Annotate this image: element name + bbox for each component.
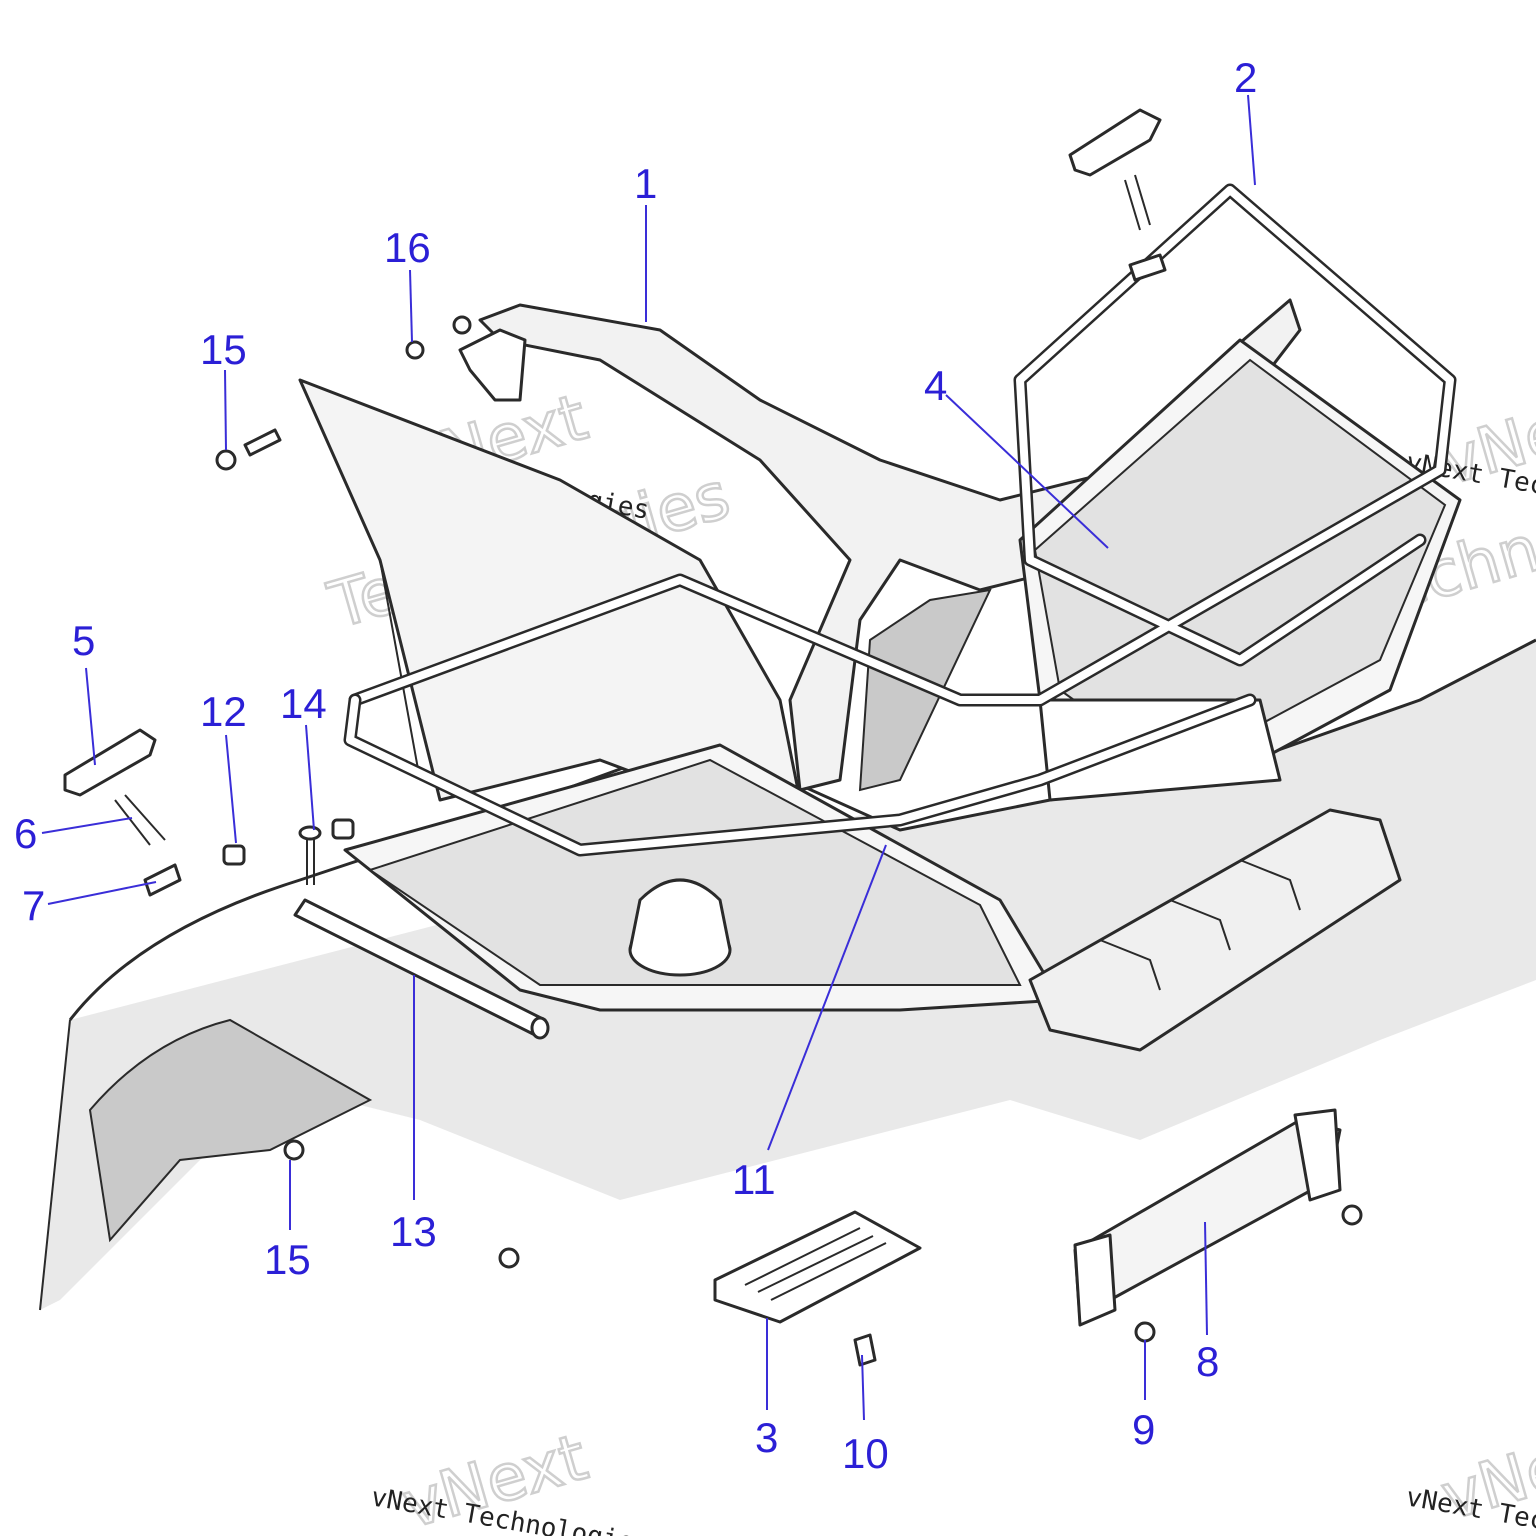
callout-3: 3 — [755, 1414, 778, 1461]
callouts: 1 2 3 4 5 6 7 8 9 10 11 12 13 14 15 15 1… — [14, 54, 1257, 1477]
rivets-6 — [114, 794, 166, 846]
callout-1: 1 — [634, 160, 657, 207]
latch-5 — [63, 728, 157, 797]
callout-7: 7 — [22, 882, 45, 929]
callout-15-top: 15 — [200, 326, 247, 373]
callout-5: 5 — [72, 617, 95, 664]
callout-13: 13 — [390, 1208, 437, 1255]
storage-tub — [343, 743, 1062, 1012]
callout-2: 2 — [1234, 54, 1257, 101]
callout-8: 8 — [1196, 1338, 1219, 1385]
bolt-14 — [298, 818, 355, 885]
latch-top — [1068, 108, 1167, 282]
callout-16: 16 — [384, 224, 431, 271]
callout-4: 4 — [924, 362, 947, 409]
lower-footwell — [1028, 808, 1402, 1052]
callout-10: 10 — [842, 1430, 889, 1477]
screw-9 — [1134, 1204, 1363, 1343]
callout-9: 9 — [1132, 1406, 1155, 1453]
nut-15-bottom — [283, 1139, 520, 1269]
callout-12: 12 — [200, 688, 247, 735]
callout-6: 6 — [14, 810, 37, 857]
plug-12 — [222, 844, 246, 866]
callout-14: 14 — [280, 680, 327, 727]
bracket-8 — [1073, 1108, 1342, 1327]
rack-tube — [293, 898, 550, 1040]
screw-16 — [405, 315, 472, 360]
rear-rack — [343, 183, 1457, 857]
clip-10 — [853, 1333, 877, 1367]
callout-11: 11 — [732, 1156, 776, 1203]
callout-15-bottom: 15 — [264, 1236, 311, 1283]
clip-7 — [143, 863, 182, 897]
nut-15-top — [215, 428, 282, 471]
cover-plate-3 — [713, 1210, 922, 1324]
leader-lines — [41, 94, 1256, 1421]
watermark-bottom-left: vNext vNext Technologies — [369, 1420, 652, 1536]
watermark-bottom-right: vNext vNext Technologies — [1404, 1411, 1536, 1536]
